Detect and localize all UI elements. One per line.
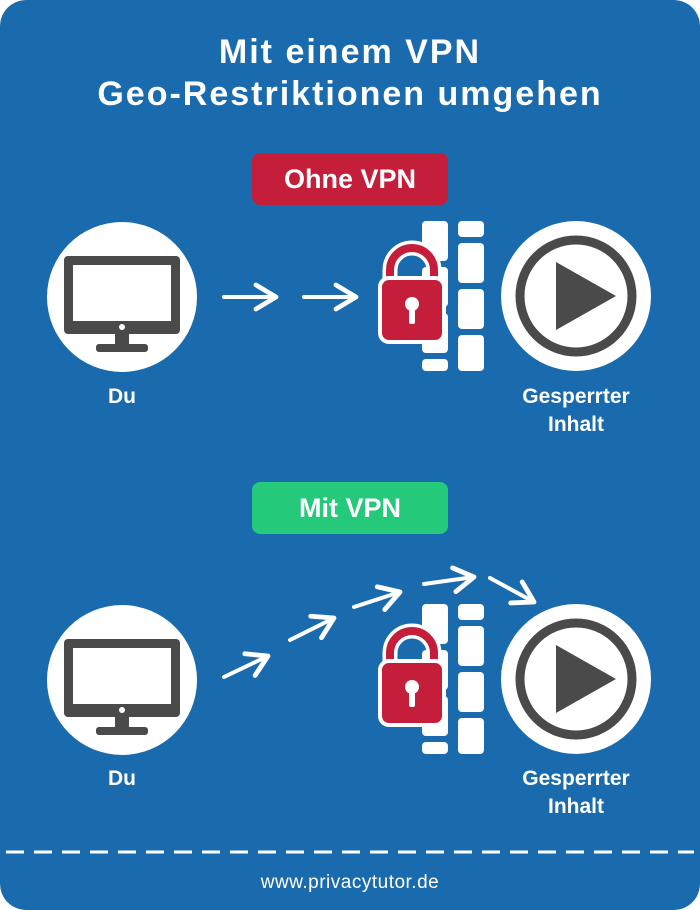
- user-computer-icon-vpn: [47, 605, 197, 755]
- user-label: Du: [108, 385, 136, 408]
- content-label-vpn-line2: Inhalt: [548, 795, 604, 818]
- badge-without-vpn: Ohne VPN: [252, 153, 448, 205]
- play-content-icon: [501, 221, 651, 371]
- page-title-line2: Geo-Restriktionen umgehen: [97, 75, 603, 113]
- vpn-bypass-arrows: [222, 565, 537, 679]
- play-content-icon-vpn: [501, 604, 651, 754]
- user-label-vpn: Du: [108, 767, 136, 790]
- badge-with-vpn: Mit VPN: [252, 482, 448, 534]
- footer-url: www.privacytutor.de: [260, 872, 440, 893]
- lock-icon: [378, 240, 446, 344]
- lock-icon-vpn: [378, 623, 446, 727]
- content-label-line1: Gesperrter: [522, 385, 630, 408]
- user-computer-icon: [47, 222, 197, 372]
- content-label-line2: Inhalt: [548, 413, 604, 436]
- page-title-line1: Mit einem VPN: [218, 33, 482, 71]
- content-label-vpn-line1: Gesperrter: [522, 767, 630, 790]
